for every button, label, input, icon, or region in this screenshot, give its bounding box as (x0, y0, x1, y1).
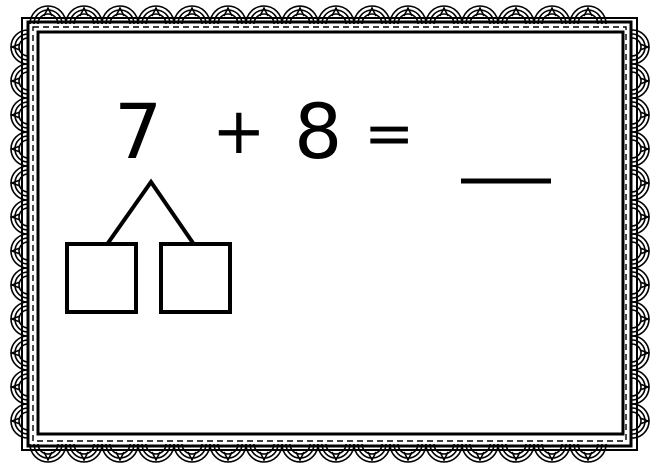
number-bond-box-right[interactable] (161, 244, 230, 312)
addend-2: 8 (294, 94, 342, 170)
number-bond-box-left[interactable] (67, 244, 136, 312)
addend-1: 7 (114, 94, 162, 170)
plus-sign: + (212, 100, 266, 164)
equals-sign: = (364, 104, 414, 164)
